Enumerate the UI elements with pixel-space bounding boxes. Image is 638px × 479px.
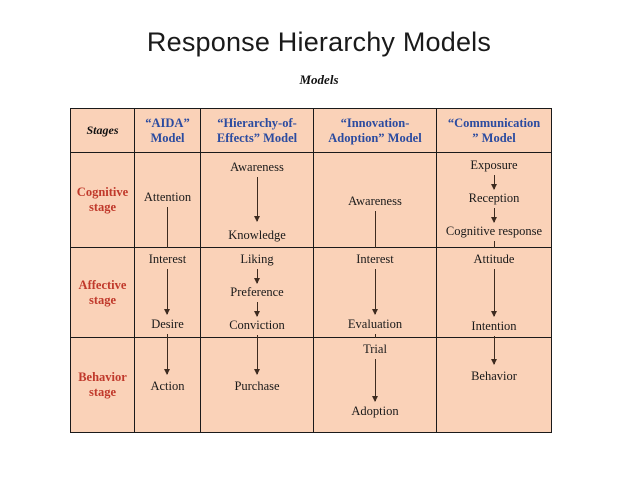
node-action: Action	[150, 379, 185, 393]
arrow-reception-to-cognitive-response	[490, 208, 497, 223]
node-behavior: Behavior	[471, 369, 517, 383]
flow-affective-aida: Interest Desire	[135, 248, 200, 356]
header-model-communication-line2: ” Model	[472, 130, 516, 145]
flow-cognitive-aida: Attention	[135, 153, 200, 255]
node-cognitive-response: Cognitive response	[445, 224, 543, 238]
stage-label-affective: Affective stage	[70, 247, 135, 338]
cell-cognitive-communication: Exposure Reception Cognitive response	[436, 152, 552, 255]
node-preference: Preference	[230, 285, 284, 299]
stage-label-behavior-line1: Behavior	[78, 370, 127, 384]
response-hierarchy-table: Stages “AIDA” Model “Hierarchy-of- Effec…	[70, 108, 552, 433]
node-trial: Trial	[363, 342, 387, 356]
cell-cognitive-innovation: Awareness	[313, 152, 437, 255]
arrow-into-action	[164, 338, 170, 375]
arrow-into-purchase	[253, 338, 260, 375]
flow-affective-innovation: Interest Evaluation	[314, 248, 436, 348]
stage-label-behavior: Behavior stage	[70, 337, 135, 433]
header-model-hierarchy-of-effects: “Hierarchy-of- Effects” Model	[200, 108, 314, 153]
arrow-exposure-to-reception	[490, 175, 497, 190]
header-model-aida-line1: “AIDA”	[145, 115, 190, 130]
header-model-hoe-line1: “Hierarchy-of-	[217, 115, 297, 130]
header-model-innovation-adoption: “Innovation- Adoption” Model	[313, 108, 437, 153]
arrow-preference-to-conviction	[253, 302, 260, 317]
row-cognitive-stage: Cognitive stage Attention Awareness Kno	[70, 152, 552, 255]
stage-label-affective-line2: stage	[88, 292, 117, 307]
cell-affective-hierarchy: Liking Preference Conviction	[200, 247, 314, 357]
node-exposure: Exposure	[470, 158, 518, 172]
arrow-into-behavior	[490, 338, 497, 365]
cell-behavior-hierarchy: Purchase	[200, 337, 314, 433]
stage-label-cognitive: Cognitive stage	[70, 152, 135, 248]
cell-affective-innovation: Interest Evaluation	[313, 247, 437, 348]
header-model-communication-line1: “Communication	[447, 115, 541, 130]
header-model-communication: “Communication ” Model	[436, 108, 552, 153]
header-model-innovation-line1: “Innovation-	[340, 115, 410, 130]
node-conviction: Conviction	[229, 318, 285, 332]
header-stages: Stages	[70, 108, 135, 153]
node-purchase: Purchase	[234, 379, 280, 393]
flow-cognitive-hierarchy: Awareness Knowledge	[201, 153, 313, 247]
node-interest-aida: Interest	[148, 252, 187, 266]
arrow-awareness-to-interest	[374, 211, 376, 255]
stage-label-cognitive-line2: stage	[88, 200, 117, 214]
row-affective-stage: Affective stage Interest Desire Liking	[70, 247, 552, 357]
header-model-aida-line2: Model	[150, 130, 185, 145]
node-liking: Liking	[240, 252, 274, 266]
cell-affective-communication: Attitude Intention	[436, 247, 552, 356]
stage-label-behavior-line2: stage	[88, 385, 117, 399]
flow-cognitive-innovation: Awareness	[314, 153, 436, 255]
table-header-row: Stages “AIDA” Model “Hierarchy-of- Effec…	[70, 108, 552, 153]
node-attention: Attention	[143, 190, 192, 204]
node-attitude: Attitude	[473, 252, 515, 266]
header-model-aida: “AIDA” Model	[134, 108, 201, 153]
cell-behavior-communication: Behavior	[436, 337, 552, 433]
arrow-interest-to-desire	[164, 269, 170, 315]
flow-behavior-aida: Action	[135, 338, 200, 432]
flow-behavior-innovation: Trial Adoption	[314, 338, 436, 432]
node-reception: Reception	[468, 191, 520, 205]
stage-label-cognitive-line1: Cognitive	[76, 185, 129, 199]
arrow-interest-to-evaluation	[371, 269, 378, 315]
cell-affective-aida: Interest Desire	[134, 247, 201, 356]
node-intention: Intention	[471, 319, 517, 333]
cell-behavior-innovation: Trial Adoption	[313, 337, 437, 433]
node-knowledge: Knowledge	[228, 228, 286, 242]
header-model-innovation-line2: Adoption” Model	[328, 130, 422, 145]
cell-behavior-aida: Action	[134, 337, 201, 433]
flow-affective-communication: Attitude Intention	[437, 248, 551, 356]
node-awareness-innovation: Awareness	[348, 194, 402, 208]
arrow-trial-to-adoption	[371, 359, 378, 402]
node-desire: Desire	[151, 317, 184, 331]
flow-behavior-hierarchy: Purchase	[201, 338, 313, 432]
row-behavior-stage: Behavior stage Action Purchase	[70, 337, 552, 433]
node-awareness-hoe: Awareness	[230, 160, 284, 174]
header-model-hoe-line2: Effects” Model	[216, 130, 298, 145]
cell-cognitive-hierarchy: Awareness Knowledge	[200, 152, 314, 248]
arrow-attention-to-interest	[167, 207, 168, 255]
arrow-awareness-to-knowledge	[253, 177, 260, 222]
arrow-liking-to-preference	[253, 269, 260, 284]
node-evaluation: Evaluation	[347, 317, 403, 331]
flow-cognitive-communication: Exposure Reception Cognitive response	[437, 153, 551, 255]
arrow-attitude-to-intention	[490, 269, 497, 317]
flow-affective-hierarchy: Liking Preference Conviction	[201, 248, 313, 357]
node-interest-innovation: Interest	[356, 252, 394, 266]
node-adoption: Adoption	[351, 404, 399, 418]
flow-behavior-communication: Behavior	[437, 338, 551, 432]
cell-cognitive-aida: Attention	[134, 152, 201, 255]
page-title: Response Hierarchy Models	[146, 27, 492, 57]
models-axis-label: Models	[299, 72, 339, 87]
stage-label-affective-line1: Affective	[78, 277, 127, 292]
